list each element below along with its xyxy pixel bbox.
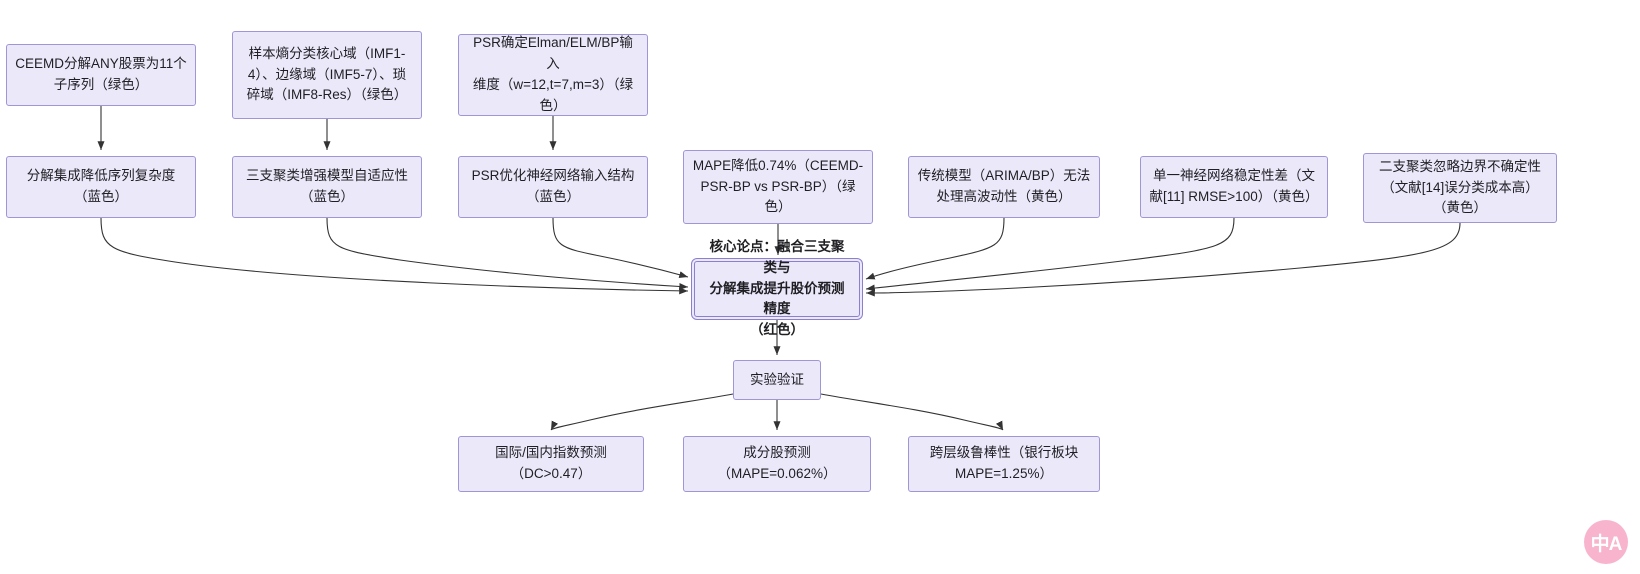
node-n8[interactable]: 传统模型（ARIMA/BP）无法 处理高波动性（黄色）	[908, 156, 1100, 218]
node-label: 样本熵分类核心域（IMF1- 4）、边缘域（IMF5-7）、琐 碎域（IMF8-…	[246, 45, 408, 103]
node-label: 核心论点：融合三支聚类与 分解集成提升股价预测精度 （红色）	[709, 238, 845, 338]
node-n1[interactable]: CEEMD分解ANY股票为11个 子序列（绿色）	[6, 44, 196, 106]
edge-n8-to-core	[865, 217, 1005, 280]
node-r3[interactable]: 跨层级鲁棒性（银行板块 MAPE=1.25%）	[908, 436, 1100, 492]
node-label: 分解集成降低序列复杂度 （蓝色）	[26, 168, 176, 204]
node-n4[interactable]: 分解集成降低序列复杂度 （蓝色）	[6, 156, 196, 218]
edge-n4-to-core	[100, 217, 689, 295]
node-label: 国际/国内指数预测 （DC>0.47）	[495, 445, 607, 481]
node-n6[interactable]: PSR优化神经网络输入结构 （蓝色）	[458, 156, 648, 218]
node-n3[interactable]: PSR确定Elman/ELM/BP输入 维度（w=12,t=7,m=3）（绿 色…	[458, 34, 648, 116]
node-n5[interactable]: 三支聚类增强模型自适应性 （蓝色）	[232, 156, 422, 218]
node-label: 二支聚类忽略边界不确定性 （文献[14]误分类成本高） （黄色）	[1379, 158, 1541, 216]
node-n7[interactable]: MAPE降低0.74%（CEEMD- PSR-BP vs PSR-BP）（绿 色…	[683, 150, 873, 224]
edge-n9-to-core	[865, 217, 1235, 292]
node-label: 三支聚类增强模型自适应性 （蓝色）	[246, 168, 408, 204]
node-label: 单一神经网络稳定性差（文 献[11] RMSE>100）（黄色）	[1149, 168, 1319, 204]
edge-n10-to-core	[865, 222, 1461, 297]
edge-exp-to-r3	[820, 393, 1004, 431]
node-label: 传统模型（ARIMA/BP）无法 处理高波动性（黄色）	[917, 168, 1091, 204]
node-label: 实验验证	[750, 371, 804, 387]
node-n10[interactable]: 二支聚类忽略边界不确定性 （文献[14]误分类成本高） （黄色）	[1363, 153, 1557, 223]
node-label: 成分股预测 （MAPE=0.062%）	[717, 445, 837, 481]
node-label: MAPE降低0.74%（CEEMD- PSR-BP vs PSR-BP）（绿 色…	[692, 157, 864, 215]
node-r1[interactable]: 国际/国内指数预测 （DC>0.47）	[458, 436, 644, 492]
edge-n5-to-core	[326, 217, 689, 290]
watermark-badge: 中A	[1584, 520, 1628, 564]
node-exp[interactable]: 实验验证	[733, 360, 821, 400]
node-label: 跨层级鲁棒性（银行板块 MAPE=1.25%）	[929, 445, 1079, 481]
node-label: PSR优化神经网络输入结构 （蓝色）	[471, 168, 635, 204]
edge-n6-to-core	[552, 217, 689, 279]
node-label: CEEMD分解ANY股票为11个 子序列（绿色）	[15, 56, 187, 92]
edge-exp-to-r1	[550, 393, 734, 431]
watermark-text: 中A	[1590, 533, 1623, 555]
node-n2[interactable]: 样本熵分类核心域（IMF1- 4）、边缘域（IMF5-7）、琐 碎域（IMF8-…	[232, 31, 422, 119]
node-r2[interactable]: 成分股预测 （MAPE=0.062%）	[683, 436, 871, 492]
node-core[interactable]: 核心论点：融合三支聚类与 分解集成提升股价预测精度 （红色）	[694, 239, 860, 337]
node-n9[interactable]: 单一神经网络稳定性差（文 献[11] RMSE>100）（黄色）	[1140, 156, 1328, 218]
node-label: PSR确定Elman/ELM/BP输入 维度（w=12,t=7,m=3）（绿 色…	[472, 35, 634, 113]
